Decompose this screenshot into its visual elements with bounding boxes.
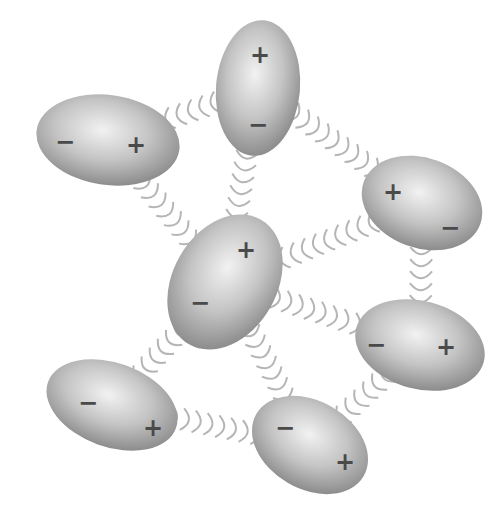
molecule-shape [244,379,376,508]
wave-arc [410,283,432,290]
wave-arc [335,225,346,245]
wave-arc [295,110,309,128]
molecule-ellipse: −+ [40,333,184,477]
attraction-waves [240,324,293,400]
wave-arc [345,398,360,414]
attraction-waves [269,287,359,334]
wave-arc [346,220,357,240]
wave-arc [292,294,302,315]
charge-sign: − [440,216,460,240]
molecule-shape [356,137,488,269]
charge-sign: + [236,238,256,262]
wave-arc [262,367,282,379]
attraction-waves [226,150,258,218]
molecule-body [40,342,184,467]
wave-arc [228,197,250,206]
molecule-body [244,379,376,508]
charge-sign: − [275,416,295,440]
wave-arc [354,151,368,169]
wave-arc [232,173,254,182]
wave-arc [245,335,265,347]
wave-arc [141,183,158,198]
wave-arc [180,408,189,430]
attraction-waves [410,247,433,302]
attraction-waves [165,92,221,129]
molecule-body [32,85,184,194]
wave-arc [304,298,314,319]
attraction-waves [279,211,379,267]
charge-sign: + [143,416,163,440]
molecule-body [356,140,488,267]
charge-sign: + [126,133,146,157]
molecule-body [350,285,490,404]
wave-arc [203,413,212,435]
charge-sign: − [366,333,386,357]
wave-arc [150,348,166,363]
wave-arc [335,137,349,155]
wave-arc [354,390,369,406]
wave-arc [305,117,319,135]
molecule-body [149,206,301,358]
molecule-shape [186,16,330,160]
wave-arc [239,420,248,442]
molecule-body [210,17,306,160]
wave-arc [158,339,174,354]
charge-sign: + [436,335,456,359]
wave-arc [327,305,337,326]
molecule-ellipse: +− [186,16,330,160]
charge-sign: − [190,291,210,315]
molecule-ellipse: +− [149,206,301,358]
molecule-shape [32,64,184,216]
attraction-waves [133,174,196,244]
charge-sign: − [78,391,98,415]
wave-arc [176,103,187,124]
wave-arc [268,377,288,389]
wave-arc [357,216,368,236]
wave-arc [230,185,252,194]
wave-arc [156,202,173,217]
wave-arc [142,356,158,371]
wave-arc [345,144,359,162]
wave-arc [315,123,329,141]
molecule-ellipse: −+ [244,379,376,508]
wave-arc [363,381,378,397]
wave-arc [149,193,166,208]
wave-arc [164,211,181,226]
molecule-shape [40,333,184,477]
wave-arc [291,243,302,263]
wave-arc [281,291,291,312]
molecule-ellipse: −+ [32,64,184,216]
wave-arc [410,271,432,278]
wave-arc [338,309,348,330]
wave-arc [313,234,324,254]
charge-sign: + [250,43,270,67]
wave-arc [325,130,339,148]
wave-arc [256,356,276,368]
molecule-ellipse: +− [356,137,488,269]
molecule-shape [149,206,301,358]
wave-arc [302,238,313,258]
charge-sign: − [55,130,75,154]
charge-sign: + [335,450,355,474]
wave-arc [227,418,236,440]
wave-arc [171,220,188,235]
wave-arc [251,345,271,357]
charge-sign: − [248,113,268,137]
wave-arc [192,411,201,433]
wave-arc [315,302,325,323]
wave-arc [188,99,199,120]
wave-arc [199,96,210,117]
wave-arc [410,259,432,266]
wave-arc [215,415,224,437]
wave-arc [324,229,335,249]
wave-arc [234,162,256,171]
attraction-waves [168,406,260,444]
attraction-waves [286,103,378,176]
molecule-ellipse: −+ [350,275,490,415]
charge-sign: + [383,180,403,204]
